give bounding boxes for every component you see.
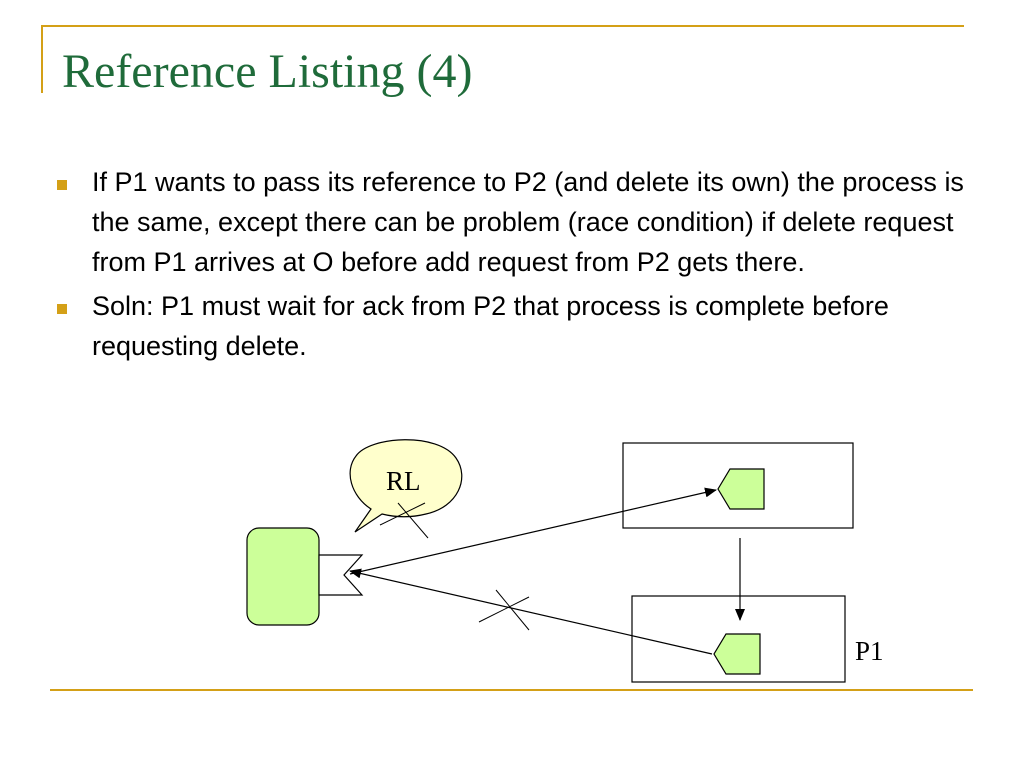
rl-strike-line	[379, 502, 426, 526]
delete-cross-line	[495, 589, 530, 631]
add-reference-arrow	[349, 487, 717, 575]
delete-request-arrow	[349, 568, 713, 655]
bullet-text: If P1 wants to pass its reference to P2 …	[92, 167, 964, 277]
reference-token-p2	[717, 468, 765, 510]
rl-label: RL	[386, 466, 421, 496]
bullet-item: If P1 wants to pass its reference to P2 …	[57, 162, 987, 282]
bullet-text: Soln: P1 must wait for ack from P2 that …	[92, 291, 889, 361]
process-box-p1	[631, 595, 846, 683]
process-box-p2	[622, 442, 854, 529]
reference-list-tab	[318, 554, 364, 596]
rl-strike-line	[397, 502, 429, 539]
square-bullet-icon	[57, 304, 67, 314]
square-bullet-icon	[57, 180, 67, 190]
frame-left-line	[41, 25, 43, 93]
frame-bottom-line	[50, 689, 973, 691]
delete-cross-line	[478, 596, 530, 623]
frame-top-line	[41, 25, 964, 27]
bullet-list: If P1 wants to pass its reference to P2 …	[57, 162, 987, 370]
slide-title: Reference Listing (4)	[62, 45, 473, 98]
reference-token-p1	[713, 633, 761, 675]
process-label-p1: P1	[855, 636, 884, 666]
object-node	[246, 527, 320, 626]
bullet-item: Soln: P1 must wait for ack from P2 that …	[57, 286, 987, 366]
